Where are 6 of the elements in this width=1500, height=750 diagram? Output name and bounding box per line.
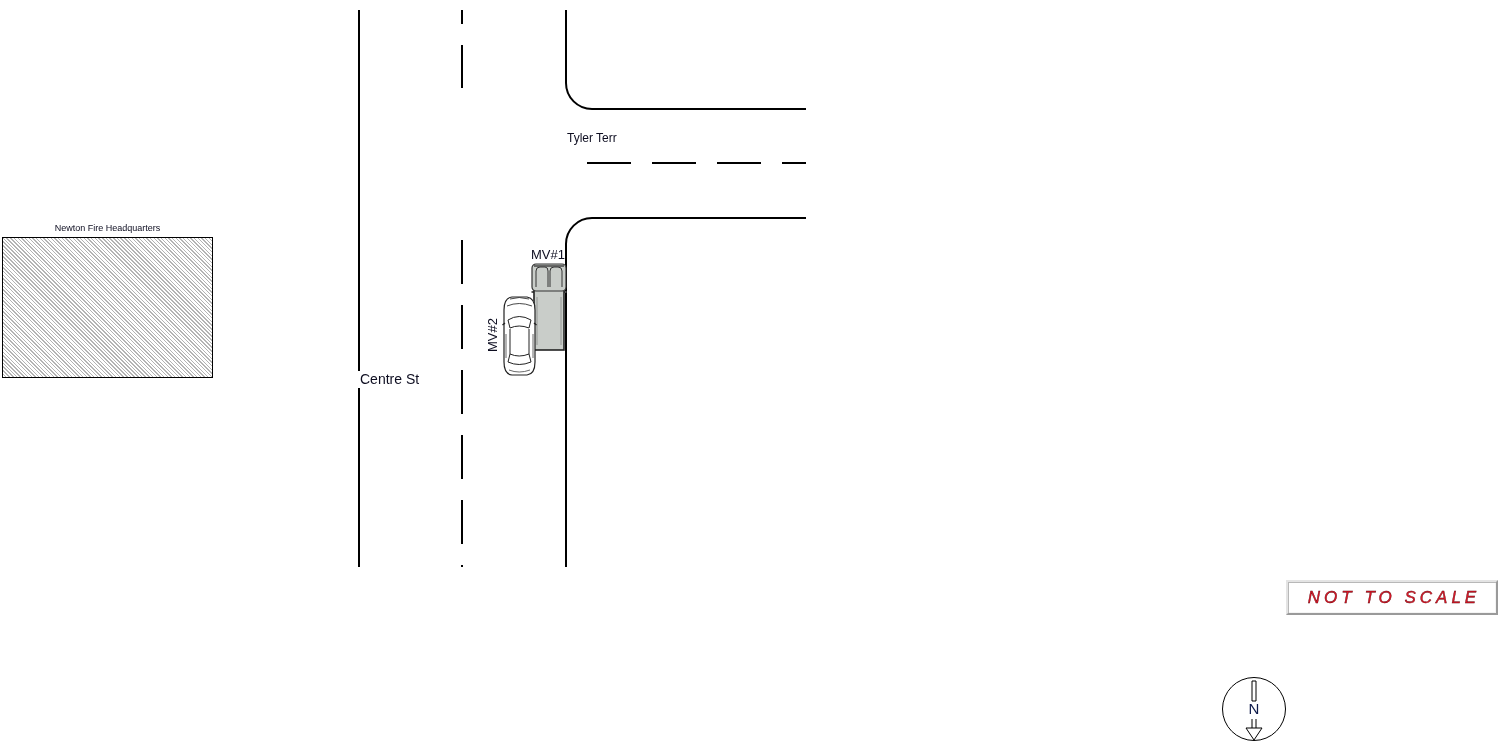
scale-note: NOT TO SCALE — [1286, 580, 1498, 615]
street-name: Tyler Terr — [567, 131, 617, 146]
vehicle-label: MV#2 — [485, 318, 501, 352]
compass-letter: N — [1248, 701, 1260, 717]
vehicle-label: MV#1 — [531, 247, 565, 263]
building-label: Newton Fire Headquarters — [54, 223, 161, 234]
